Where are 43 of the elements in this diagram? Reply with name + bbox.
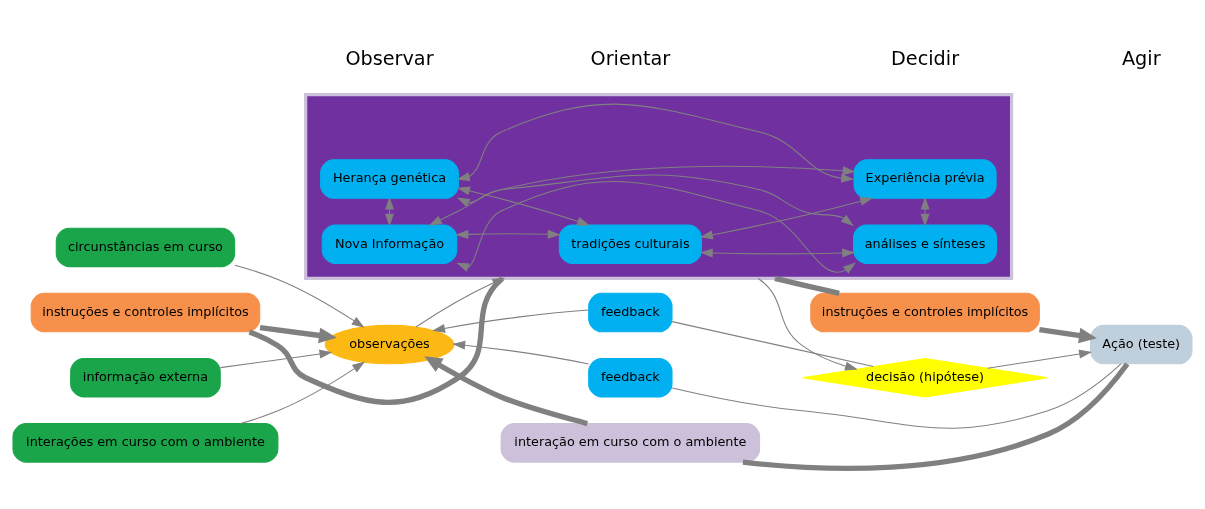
node-box: circunstâncias em curso bbox=[55, 227, 236, 267]
arrow bbox=[452, 340, 590, 365]
arrow bbox=[457, 185, 590, 226]
node-box: análises e sínteses bbox=[852, 223, 998, 264]
arrow bbox=[456, 174, 854, 226]
arrow bbox=[456, 180, 856, 274]
node-box: interação em curso com o ambiente bbox=[500, 422, 761, 463]
node-box: Ação (teste) bbox=[1090, 324, 1193, 364]
arrow bbox=[757, 277, 858, 370]
node-diamond: decisão (hipótese) bbox=[801, 357, 1049, 397]
node-box: tradições culturais bbox=[558, 223, 702, 264]
node-box: Herança genética bbox=[320, 158, 459, 199]
arrow bbox=[1039, 326, 1097, 343]
arrow bbox=[219, 349, 333, 368]
arrow bbox=[699, 196, 873, 239]
arrow bbox=[456, 103, 855, 183]
arrow bbox=[455, 229, 561, 239]
node-box: Nova Informação bbox=[321, 223, 458, 264]
arrow bbox=[920, 196, 930, 226]
connector bbox=[671, 362, 1122, 429]
label: Orientar bbox=[590, 46, 671, 70]
arrow bbox=[259, 324, 337, 343]
arrow bbox=[234, 264, 365, 328]
arrow bbox=[428, 165, 856, 226]
node-box: Experiência prévia bbox=[853, 158, 997, 199]
arrow bbox=[986, 349, 1092, 369]
label: Observar bbox=[345, 46, 434, 70]
connector bbox=[742, 361, 1130, 471]
node-box: interações em curso com o ambiente bbox=[12, 422, 279, 463]
cluster bbox=[304, 92, 1014, 280]
node-box: feedback bbox=[588, 357, 673, 397]
connector bbox=[671, 320, 874, 367]
arrow bbox=[240, 361, 366, 424]
label: Agir bbox=[1121, 46, 1161, 70]
node-box: instruções e controles implícitos bbox=[810, 292, 1040, 332]
arrow bbox=[432, 308, 589, 333]
arrow bbox=[424, 355, 589, 426]
node-box: informação externa bbox=[70, 357, 221, 397]
node-box: feedback bbox=[588, 292, 673, 332]
label: Decidir bbox=[891, 46, 960, 70]
node-box: instruções e controles implícitos bbox=[30, 292, 261, 332]
arrow bbox=[699, 247, 856, 257]
connector bbox=[774, 275, 840, 296]
